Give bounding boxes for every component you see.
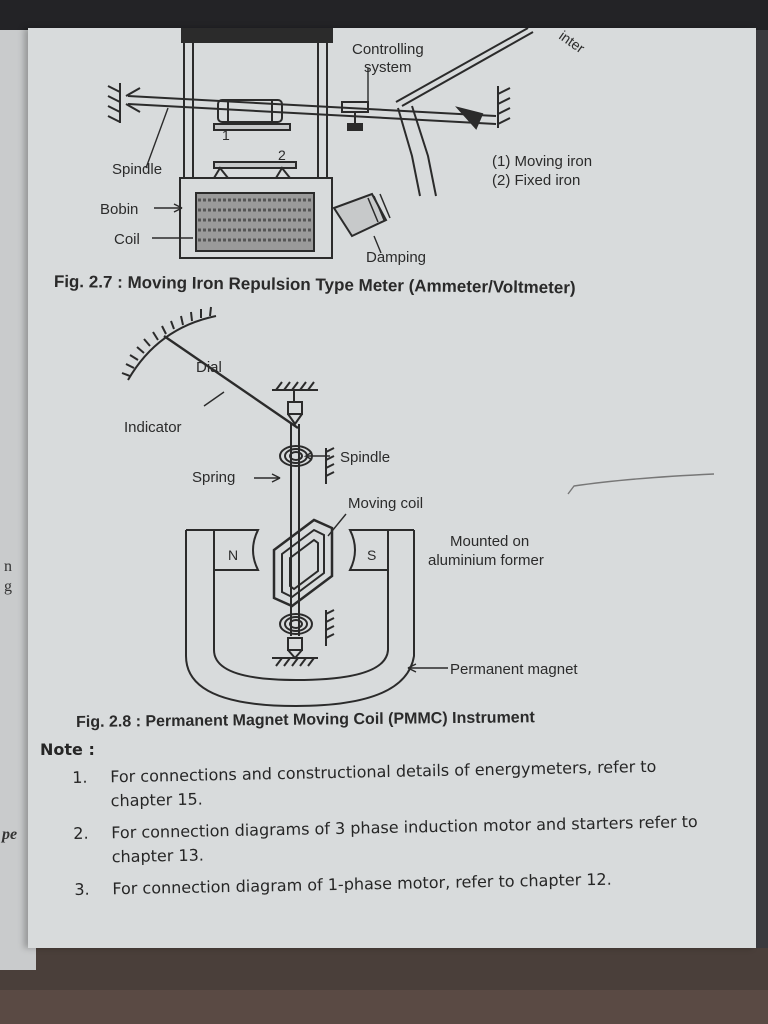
facing-page-fragment: n bbox=[4, 558, 12, 575]
note-number: 3. bbox=[74, 879, 90, 899]
dial-label: Dial bbox=[196, 359, 222, 376]
spindle-label: Spindle bbox=[112, 161, 162, 178]
note-item: 2. For connection diagrams of 3 phase ind… bbox=[73, 810, 714, 870]
facing-page-fragment: g bbox=[4, 578, 12, 595]
lower-support bbox=[272, 637, 318, 667]
cloth-background bbox=[0, 990, 768, 1024]
moving-coil bbox=[272, 518, 334, 608]
bobin-label: Bobin bbox=[100, 201, 138, 218]
note-list: 1. For connections and constructional det… bbox=[72, 754, 715, 910]
note-text: For connection diagrams of 3 phase induc… bbox=[111, 812, 698, 867]
note-text: For connection diagram of 1-phase motor,… bbox=[112, 869, 612, 899]
south-pole-label: S bbox=[367, 547, 376, 563]
controlling-spring bbox=[341, 101, 369, 131]
pointer-label-fragment: inter bbox=[556, 28, 588, 56]
moving-iron-meter-diagram: Controlling system inter 1 2 Spindle Bob… bbox=[100, 28, 592, 266]
spring-label: Spring bbox=[192, 469, 235, 486]
book-page: Controlling system inter 1 2 Spindle Bob… bbox=[28, 28, 756, 948]
indicator-label: Indicator bbox=[124, 419, 182, 436]
pointer-arm bbox=[395, 28, 534, 107]
figure-caption: Fig. 2.8 : Permanent Magnet Moving Coil … bbox=[76, 709, 535, 731]
dark-background-top bbox=[0, 0, 768, 30]
fixed-iron-number: 2 bbox=[278, 147, 286, 163]
coil-frame bbox=[179, 28, 333, 259]
facing-page-fragment: pe bbox=[2, 826, 18, 843]
mounted-on-label: Mounted on bbox=[450, 533, 529, 550]
lower-spring bbox=[279, 609, 335, 646]
leader-lines bbox=[145, 68, 382, 254]
pmmc-instrument-diagram: Dial Indicator Spindle Spring Moving coi… bbox=[121, 306, 715, 708]
permanent-magnet bbox=[185, 529, 415, 708]
spindle-shaft bbox=[107, 83, 511, 130]
aluminium-former-label: aluminium former bbox=[428, 552, 544, 569]
upper-support bbox=[272, 381, 318, 426]
note-number: 2. bbox=[73, 823, 89, 843]
controlling-label: Controlling bbox=[352, 41, 424, 58]
upper-spring bbox=[279, 445, 335, 484]
moving-iron-number: 1 bbox=[222, 127, 230, 143]
legend-fixed-iron: (2) Fixed iron bbox=[492, 172, 580, 189]
system-label: system bbox=[364, 59, 412, 76]
note-item: 1. For connections and constructional det… bbox=[72, 754, 713, 814]
pointer-needle bbox=[163, 335, 299, 429]
coil-label: Coil bbox=[114, 231, 140, 248]
moving-iron-element bbox=[213, 99, 291, 131]
damping-vane bbox=[332, 105, 437, 238]
spindle-label: Spindle bbox=[340, 449, 390, 466]
dial-scale bbox=[121, 306, 217, 381]
leader-lines bbox=[203, 391, 448, 673]
note-item: 3. For connection diagram of 1-phase moto… bbox=[74, 866, 714, 902]
fixed-iron-element bbox=[212, 161, 297, 179]
damping-label: Damping bbox=[366, 249, 426, 266]
moving-coil-label: Moving coil bbox=[348, 495, 423, 512]
legend-moving-iron: (1) Moving iron bbox=[492, 153, 592, 170]
note-number: 1. bbox=[72, 767, 88, 787]
note-heading: Note : bbox=[40, 740, 95, 759]
permanent-magnet-label: Permanent magnet bbox=[450, 661, 578, 678]
note-text: For connections and constructional detai… bbox=[110, 756, 657, 811]
pen-mark bbox=[567, 473, 715, 495]
north-pole-label: N bbox=[228, 547, 238, 563]
